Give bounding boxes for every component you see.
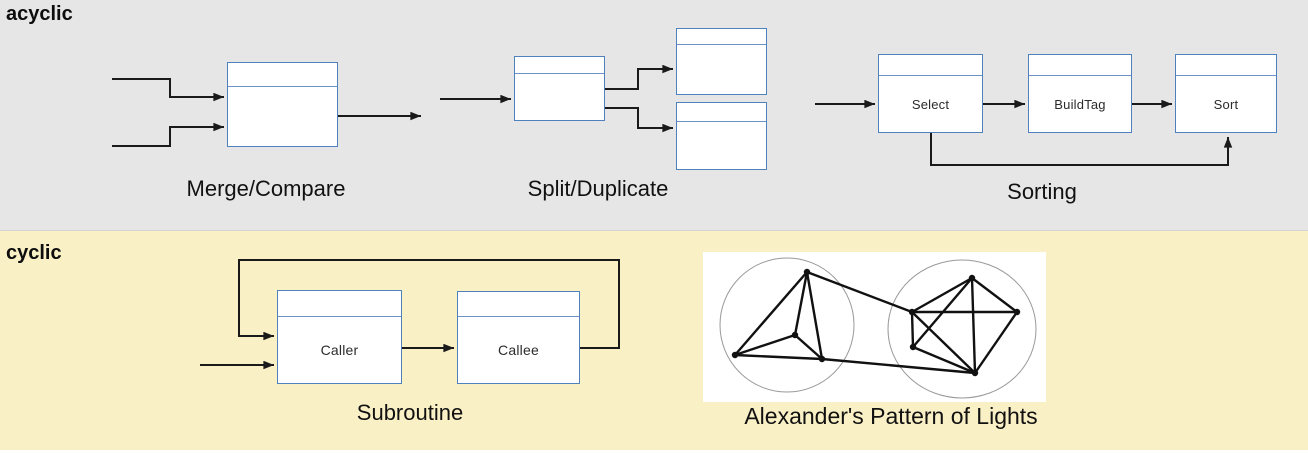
lights-edge-left_top-left_bottom [805,270,824,361]
buildtag-box-header [1029,55,1131,76]
callee-box-header [458,292,579,317]
lights-circle-left [719,257,855,393]
split-copy-top-box [676,28,767,95]
sort-box: Sort [1175,54,1277,133]
caption-merge-compare: Merge/Compare [186,176,346,201]
bottom-edge-strip [0,450,1308,453]
caption-subroutine: Subroutine [356,400,464,425]
sorting-feedback-arrow [930,133,1233,166]
split-copy-bottom-box [676,102,767,170]
merge-box-body [228,87,337,146]
lights-node-right_east [1013,308,1021,316]
lights-edge-right_left-right_lower_left [910,310,915,349]
split-copy-top-box-body [677,45,766,94]
split-source-box-header [515,57,604,74]
merge-input-arrow-top [112,78,224,102]
split-copy-top-box-header [677,29,766,45]
lights-edge-left_west-left_center [733,333,797,357]
cyclic-connector-layer [200,259,620,370]
section-title-cyclic: cyclic [6,242,62,264]
split-source-box-body [515,74,604,120]
callee-box-label: Callee [498,342,539,358]
lights-edge-right_top-right_east [970,276,1019,314]
caller-box-label: Caller [320,342,359,358]
split-copy-bottom-box-body [677,122,766,169]
lights-edge-left_bottom-right_bottom [820,357,977,375]
select-box: Select [878,54,983,133]
split-output-arrow-top [605,64,673,90]
lights-edge-right_top-right_left [910,276,974,314]
lights-edge-right_left-right_bottom [910,310,977,375]
lights-image-frame [703,252,1046,402]
lights-node-right_bottom [971,369,979,377]
lights-edge-right_lower_left-right_bottom [911,345,977,375]
callee-return-loop-arrow [238,259,620,349]
lights-edge-left_top-right_left [805,270,914,314]
acyclic-connector-layer [112,64,1233,166]
section-title-acyclic: acyclic [6,3,73,25]
buildtag-box-label: BuildTag [1054,96,1106,112]
lights-edge-left_center-left_bottom [793,333,824,361]
merge-box [227,62,338,147]
select-box-header [879,55,982,76]
caption-split-duplicate: Split/Duplicate [527,176,669,201]
section-acyclic: acyclic [0,0,1308,231]
lights-node-left_west [731,351,739,359]
split-output-arrow-bottom [605,107,673,133]
section-cyclic: cyclic Caller Callee Subroutine [0,231,1308,450]
lights-node-right_top [968,274,976,282]
lights-edge-right_top-right_bottom [970,276,977,375]
lights-node-right_left [908,308,916,316]
sort-box-label: Sort [1213,96,1239,112]
split-source-box [514,56,605,121]
lights-node-left_bottom [818,355,826,363]
merge-input-arrow-bottom [112,122,224,147]
merge-box-header [228,63,337,87]
callee-box: Callee [457,291,580,384]
lights-node-left_top [803,268,811,276]
buildtag-box: BuildTag [1028,54,1132,133]
lights-node-left_center [791,331,799,339]
lights-edge-left_top-left_west [733,270,809,357]
sort-box-header [1176,55,1276,76]
caller-box-header [278,291,401,317]
caption-pattern-of-lights: Alexander's Pattern of Lights [744,403,1038,429]
select-box-label: Select [911,96,950,112]
lights-graph [719,257,1037,399]
lights-circle-right [887,259,1037,399]
split-copy-bottom-box-header [677,103,766,122]
lights-node-right_lower_left [909,343,917,351]
lights-edge-left_west-left_bottom [733,353,824,361]
caller-box: Caller [277,290,402,384]
lights-edge-left_top-left_center [793,270,809,337]
lights-edge-right_east-right_bottom [973,310,1019,375]
caption-sorting: Sorting [1007,179,1077,204]
